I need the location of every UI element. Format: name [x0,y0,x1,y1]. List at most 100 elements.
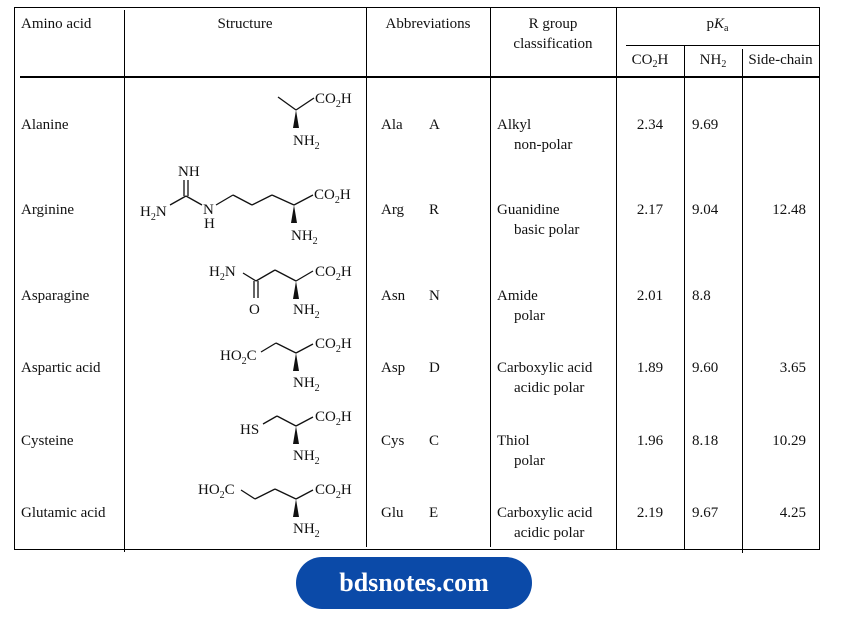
header-pka: pKa [616,15,819,38]
nh2-text: NH [699,52,722,68]
pka-nh2: 8.18 [692,433,719,449]
header-structure: Structure [217,16,273,32]
abbrev-three: Cys [381,433,405,449]
class-line2: basic polar [514,222,580,238]
header-r-group-line1: R group [528,16,578,32]
asparagine-h2n: H2N [209,264,236,283]
aspartic-acid-structure [260,342,314,354]
class-line2: polar [514,308,545,324]
col-divider-nh2 [684,45,685,550]
amino-acid-name: Aspartic acid [21,360,101,376]
watermark-label: bdsnotes.com [339,568,489,597]
table-bottom-border [14,549,819,550]
cysteine-structure [262,415,314,427]
alanine-wedge [293,110,299,128]
cysteine-co2h: CO2H [315,409,352,428]
pka-p: p [706,16,715,32]
asparagine-structure [242,269,314,298]
col-divider-side [742,49,743,553]
class-line2: polar [514,453,545,469]
arginine-h2n: H2N [140,204,167,223]
arginine-n: N [203,202,214,218]
asparagine-co2h: CO2H [315,264,352,283]
pka-subheader-divider [626,45,819,46]
col-divider-rgroup [490,7,491,547]
abbrev-three: Asp [381,360,406,376]
amino-acid-name: Asparagine [21,288,90,304]
header-bottom-rule [20,76,819,78]
col-divider-structure [124,10,125,552]
pka-side: 10.29 [772,433,806,449]
aspartic-acid-wedge [293,353,299,371]
class-line1: Amide [497,288,538,304]
class-line1: Thiol [497,433,530,449]
glutamic-acid-wedge [293,499,299,517]
amino-acid-name: Cysteine [21,433,74,449]
table-right-border [819,7,820,550]
cysteine-nh2: NH2 [293,448,320,467]
amino-acid-name: Glutamic acid [21,505,106,521]
aspartic-acid-ho2c: HO2C [220,348,257,367]
abbrev-three: Glu [381,505,404,521]
alanine-co2h: CO2H [315,91,352,110]
arginine-structure [169,180,314,206]
class-line1: Alkyl [497,117,532,133]
arginine-nh: NH [178,164,200,180]
abbrev-three: Arg [381,202,405,218]
amino-acid-name: Alanine [21,117,69,133]
header-co2h: CO2H [616,51,684,74]
asparagine-wedge [293,281,299,299]
col-divider-pka [616,7,617,550]
abbrev-three: Ala [381,117,403,133]
asparagine-nh2: NH2 [293,302,320,321]
header-amino-acid: Amino acid [21,16,92,32]
cysteine-wedge [293,426,299,444]
abbrev-one: R [429,202,440,218]
class-line2: acidic polar [514,525,585,541]
amino-acid-name: Arginine [21,202,75,218]
alanine-structure [277,96,315,111]
pka-co2h: 1.96 [636,433,664,449]
pka-co2h: 2.17 [636,202,664,218]
pka-co2h: 1.89 [636,360,664,376]
co2h-end: H [657,52,669,68]
header-r-group-line2: classification [513,36,593,52]
abbrev-one: A [429,117,440,133]
aspartic-acid-nh2: NH2 [293,375,320,394]
header-nh2: NH2 [684,51,742,74]
class-line2: non-polar [514,137,573,153]
pka-side: 3.65 [779,360,806,376]
abbrev-one: C [429,433,440,449]
arginine-nh2: NH2 [291,228,318,247]
class-line1: Carboxylic acid [497,360,593,376]
glutamic-acid-structure [240,488,314,500]
pka-side: 4.25 [779,505,806,521]
col-divider-abbrev [366,7,367,547]
pka-co2h: 2.34 [636,117,664,133]
watermark-badge[interactable]: bdsnotes.com [296,557,532,609]
abbrev-three: Asn [381,288,406,304]
nh2-sub: 2 [721,59,727,70]
pka-nh2: 8.8 [692,288,711,304]
class-line1: Guanidine [497,202,560,218]
pka-co2h: 2.01 [636,288,664,304]
abbrev-one: N [429,288,440,304]
pka-nh2: 9.69 [692,117,719,133]
pka-nh2: 9.60 [692,360,719,376]
asparagine-o: O [249,302,260,318]
co2h-text: CO [631,52,653,68]
pka-co2h: 2.19 [636,505,664,521]
co2h-sub: 2 [652,59,658,70]
table-top-border [14,7,819,8]
class-line2: acidic polar [514,380,585,396]
abbrev-one: D [429,360,440,376]
header-side-chain: Side-chain [748,52,813,68]
cysteine-hs: HS [240,422,259,438]
glutamic-acid-nh2: NH2 [293,521,320,540]
pka-nh2: 9.67 [692,505,719,521]
arginine-nh-h: H [204,216,215,232]
class-line1: Carboxylic acid [497,505,593,521]
pka-nh2: 9.04 [692,202,719,218]
aspartic-acid-co2h: CO2H [315,336,352,355]
glutamic-acid-co2h: CO2H [315,482,352,501]
